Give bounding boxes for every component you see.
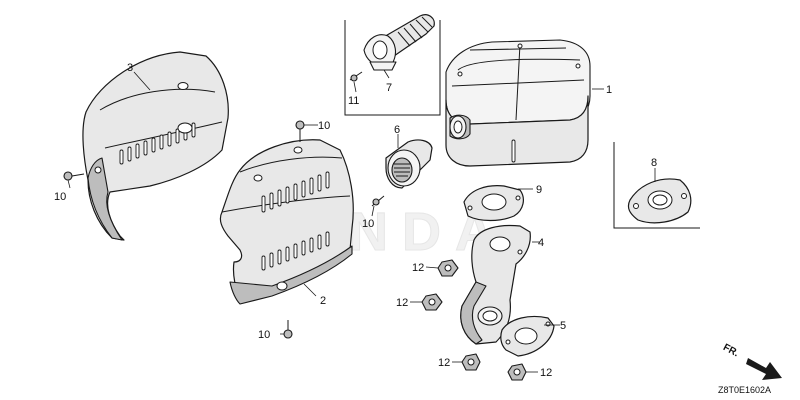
callout-2: 2 xyxy=(320,295,326,307)
part-12-nut-b[interactable] xyxy=(421,293,443,311)
diagram-code: Z8T0E1602A xyxy=(718,385,771,395)
part-11-screw[interactable] xyxy=(349,71,363,82)
part-10-screw-c[interactable] xyxy=(295,120,305,142)
part-2-cooling-slots xyxy=(261,171,330,271)
part-7-spark-arrester[interactable] xyxy=(363,14,435,71)
callout-10-d: 10 xyxy=(258,329,270,341)
part-9-gasket[interactable] xyxy=(463,185,524,222)
part-3-upper-shield[interactable] xyxy=(82,51,229,241)
callout-11: 11 xyxy=(348,95,359,107)
callout-12-a: 12 xyxy=(412,262,424,274)
callout-10-b: 10 xyxy=(318,120,330,132)
callout-3: 3 xyxy=(127,62,133,74)
callout-10-c: 10 xyxy=(362,218,374,230)
front-arrow-icon xyxy=(746,358,782,380)
part-3-cooling-slots xyxy=(119,122,196,165)
part-12-nut-a[interactable] xyxy=(437,259,459,277)
callout-4: 4 xyxy=(538,237,544,249)
callout-10-a: 10 xyxy=(54,191,66,203)
callout-12-c: 12 xyxy=(438,357,450,369)
inset-box-spark-arrester xyxy=(344,20,441,116)
part-4-muffler-stay[interactable] xyxy=(460,224,531,345)
callout-7: 7 xyxy=(386,82,392,94)
part-5-gasket[interactable] xyxy=(500,315,555,357)
part-2-muffler-protector[interactable] xyxy=(219,139,354,305)
part-7-screen-mesh xyxy=(397,16,433,47)
part-10-screw-b[interactable] xyxy=(371,195,385,207)
callout-9: 9 xyxy=(536,184,542,196)
part-12-nut-c[interactable] xyxy=(461,353,481,371)
part-8-gasket[interactable] xyxy=(627,178,692,224)
part-6-screen-mesh xyxy=(394,163,410,177)
front-label: FR. xyxy=(721,342,741,359)
callout-12-d: 12 xyxy=(540,367,552,379)
part-10-screw-a[interactable] xyxy=(63,171,85,181)
part-6-arrester-unit[interactable] xyxy=(385,139,433,189)
callout-8: 8 xyxy=(651,157,657,169)
part-12-nut-d[interactable] xyxy=(507,363,527,381)
inset-box-gasket-option xyxy=(613,142,700,229)
part-1-muffler[interactable] xyxy=(445,39,591,167)
callout-1: 1 xyxy=(606,84,612,96)
callout-6: 6 xyxy=(394,124,400,136)
part-10-screw-d[interactable] xyxy=(283,320,293,339)
front-direction-indicator: FR. xyxy=(721,342,782,380)
callout-5: 5 xyxy=(560,320,566,332)
leader-lines xyxy=(67,69,656,373)
callout-12-b: 12 xyxy=(396,297,408,309)
